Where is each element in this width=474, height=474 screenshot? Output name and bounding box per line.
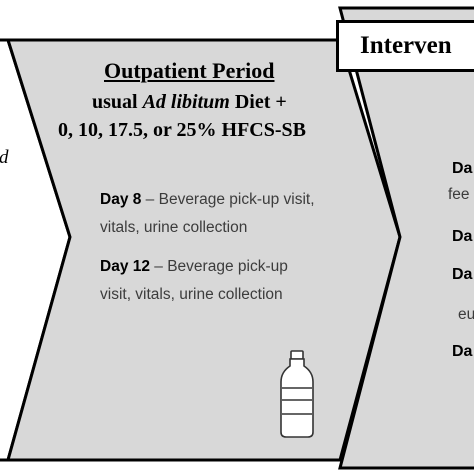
visit-day12-line2: visit, vitals, urine collection — [100, 286, 283, 303]
water-bottle-icon — [280, 350, 314, 438]
visit-day12-desc: – Beverage pick-up — [149, 258, 288, 275]
visit-day12-label: Day 12 — [100, 258, 150, 275]
intervention-item-3-sub: eu — [458, 306, 474, 323]
intervention-item-2: Da — [452, 228, 473, 245]
diet-suffix: Diet + — [234, 91, 287, 113]
visit-day12-line1: Day 12 – Beverage pick-up — [100, 258, 288, 276]
visit-day8-label: Day 8 — [100, 191, 142, 208]
diet-line: usual Ad libitum Diet + — [92, 91, 287, 114]
intervention-title-box: Interven — [336, 20, 474, 72]
intervention-title: Interven — [360, 32, 452, 59]
intervention-item-4: Da — [452, 343, 473, 360]
outpatient-period-title: Outpatient Period — [104, 58, 275, 83]
left-stage-text-fragment: d — [0, 147, 9, 169]
intervention-item-3: Da — [452, 266, 473, 283]
diet-italic: Ad libitum — [142, 91, 230, 113]
intervention-stage-chevron — [338, 6, 474, 470]
visit-day8-line2: vitals, urine collection — [100, 219, 248, 236]
diet-prefix: usual — [92, 91, 138, 113]
intervention-item-1: Da — [452, 160, 473, 177]
visit-day8-desc: – Beverage pick-up visit, — [141, 191, 315, 208]
intervention-item-1-sub: fee — [448, 186, 470, 203]
hfcs-doses-line: 0, 10, 17.5, or 25% HFCS-SB — [58, 119, 306, 141]
visit-day8-line1: Day 8 – Beverage pick-up visit, — [100, 191, 315, 209]
